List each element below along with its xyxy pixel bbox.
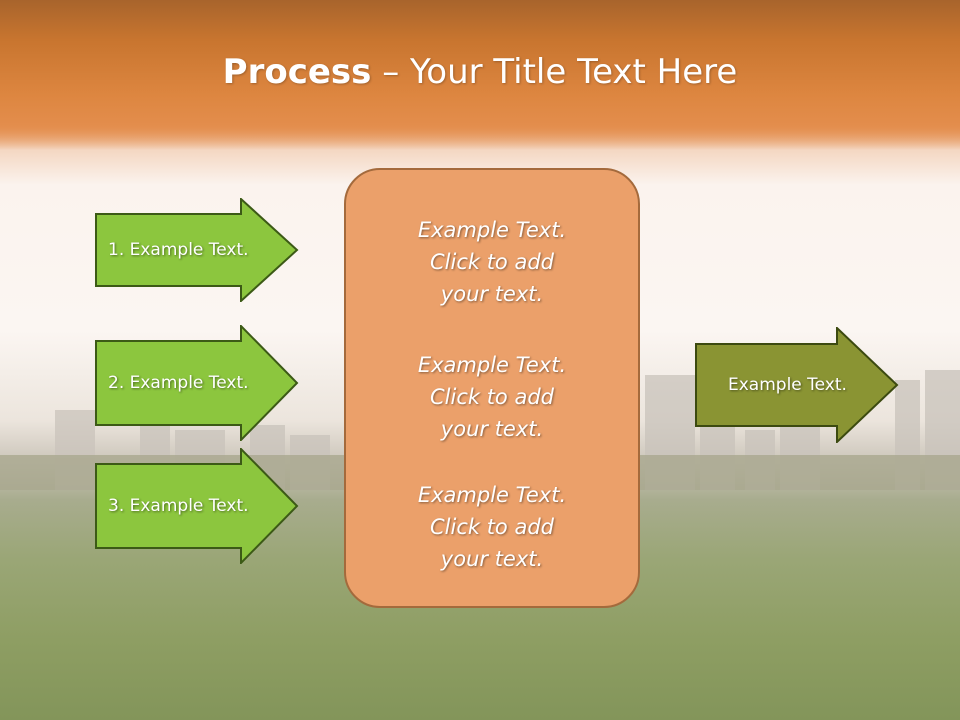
left-arrow-2[interactable]: 2. Example Text. — [95, 325, 300, 441]
paragraph-1-line-1: Example Text. — [417, 218, 567, 242]
center-paragraph-2: Example Text. Click to add your text. — [346, 349, 638, 445]
left-arrow-1[interactable]: 1. Example Text. — [95, 198, 300, 302]
paragraph-3-line-3: your text. — [440, 547, 544, 571]
center-paragraph-1: Example Text. Click to add your text. — [346, 214, 638, 310]
title-band — [0, 0, 960, 150]
center-paragraph-3: Example Text. Click to add your text. — [346, 479, 638, 575]
paragraph-3-line-1: Example Text. — [417, 483, 567, 507]
title-dash: – — [382, 52, 400, 92]
paragraph-3-line-2: Click to add — [429, 515, 554, 539]
arrow-right-icon — [695, 327, 899, 443]
paragraph-2-line-2: Click to add — [429, 385, 554, 409]
center-text-box[interactable]: Example Text. Click to add your text. Ex… — [344, 168, 640, 608]
right-arrow-label: Example Text. — [728, 375, 847, 395]
paragraph-1-line-2: Click to add — [429, 250, 554, 274]
title-bold: Process — [222, 52, 372, 92]
left-arrow-1-label: 1. Example Text. — [108, 240, 249, 260]
paragraph-1-line-3: your text. — [440, 282, 544, 306]
arrow-right-icon — [95, 325, 299, 441]
left-arrow-3-label: 3. Example Text. — [108, 496, 249, 516]
left-arrow-2-label: 2. Example Text. — [108, 373, 249, 393]
arrow-right-icon — [95, 198, 299, 302]
slide-title: Process – Your Title Text Here — [0, 52, 960, 92]
title-rest: Your Title Text Here — [410, 52, 738, 92]
left-arrow-3[interactable]: 3. Example Text. — [95, 448, 300, 564]
paragraph-2-line-1: Example Text. — [417, 353, 567, 377]
paragraph-2-line-3: your text. — [440, 417, 544, 441]
arrow-right-icon — [95, 448, 299, 564]
right-arrow[interactable]: Example Text. — [695, 327, 900, 443]
